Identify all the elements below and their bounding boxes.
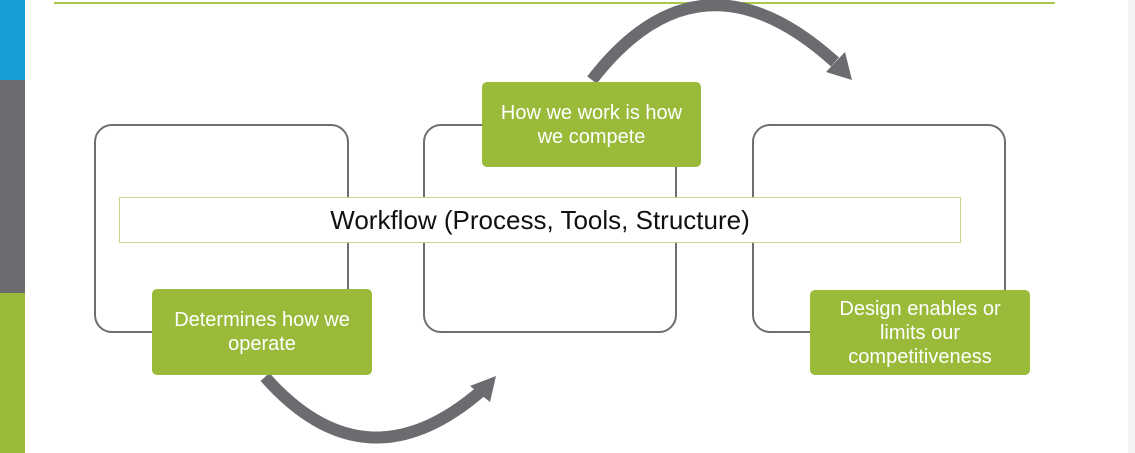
callout-competitiveness-label: Design enables or limits our competitive… [839,297,1001,368]
callout-compete: How we work is how we compete [482,82,701,167]
callout-operate: Determines how we operate [152,289,372,375]
curved-arrow-top-shaft [587,0,840,84]
workflow-band-label: Workflow (Process, Tools, Structure) [330,204,750,235]
curved-arrow-bottom-shaft [260,373,484,444]
callout-competitiveness: Design enables or limits our competitive… [810,290,1030,375]
callout-compete-label: How we work is how we compete [500,101,683,148]
side-strip-blue [0,0,25,80]
top-rule [54,2,1055,4]
curved-arrow-bottom [260,373,496,444]
callout-operate-label: Determines how we operate [174,309,350,355]
curved-arrow-top [587,0,852,84]
right-edge-panel [1128,0,1135,453]
side-strip-green [0,293,25,453]
curved-arrow-top-head [826,52,852,80]
workflow-band: Workflow (Process, Tools, Structure) [119,197,961,243]
curved-arrow-bottom-head [470,376,496,402]
side-strip-gray [0,80,25,293]
